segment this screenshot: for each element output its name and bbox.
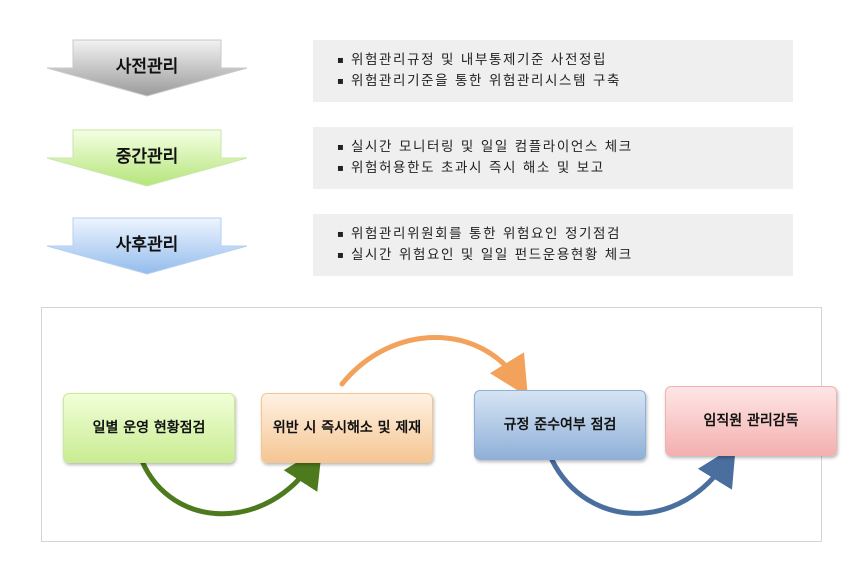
- stage-title: 중간관리: [115, 147, 179, 167]
- connector-arrow-1: [139, 447, 323, 517]
- stage-description-pre-management: 위험관리규정 및 내부통제기준 사전정립 위험관리기준을 통한 위험관리시스템 …: [313, 40, 793, 102]
- bullet-list: 위험관리규정 및 내부통제기준 사전정립 위험관리기준을 통한 위험관리시스템 …: [337, 50, 621, 92]
- connector-arrow-2: [339, 335, 528, 397]
- bullet-list: 실시간 모니터링 및 일일 컴플라이언스 체크 위험허용한도 초과시 즉시 해소…: [337, 137, 633, 179]
- down-arrow-shape: [46, 129, 248, 187]
- stage-arrow-mid-management: 중간관리: [44, 128, 250, 188]
- stage-arrow-post-management: 사후관리: [44, 216, 250, 276]
- bullet-item: 위험관리기준을 통한 위험관리시스템 구축: [337, 71, 621, 92]
- flow-step-label: 일별 운영 현황점검: [92, 420, 206, 436]
- flow-step-label: 임직원 관리감독: [703, 413, 799, 429]
- stage-arrow-pre-management: 사전관리: [44, 38, 250, 98]
- flow-step-daily-check: 일별 운영 현황점검: [63, 393, 235, 463]
- stage-title: 사전관리: [115, 57, 179, 77]
- bullet-item: 실시간 위험요인 및 일일 펀드운용현황 체크: [337, 245, 633, 266]
- flow-connectors: [139, 335, 736, 517]
- down-arrow-shape: [46, 217, 248, 275]
- connector-arrow-3: [549, 445, 736, 516]
- bullet-item: 위험관리규정 및 내부통제기준 사전정립: [337, 50, 621, 71]
- bullet-item: 위험허용한도 초과시 즉시 해소 및 보고: [337, 158, 633, 179]
- flow-step-staff-supervision: 임직원 관리감독: [665, 386, 837, 456]
- monitoring-flow-panel: 일별 운영 현황점검 위반 시 즉시해소 및 제재 규정 준수여부 점검 임직원…: [41, 307, 837, 542]
- bullet-item: 실시간 모니터링 및 일일 컴플라이언스 체크: [337, 137, 633, 158]
- stage-description-post-management: 위험관리위원회를 통한 위험요인 정기점검 실시간 위험요인 및 일일 펀드운용…: [313, 214, 793, 276]
- stage-title: 사후관리: [115, 235, 179, 255]
- down-arrow-shape: [46, 39, 248, 97]
- stage-description-mid-management: 실시간 모니터링 및 일일 컴플라이언스 체크 위험허용한도 초과시 즉시 해소…: [313, 127, 793, 189]
- flow-step-compliance-check: 규정 준수여부 점검: [474, 390, 646, 460]
- flow-step-label: 위반 시 즉시해소 및 제재: [272, 420, 422, 436]
- bullet-list: 위험관리위원회를 통한 위험요인 정기점검 실시간 위험요인 및 일일 펀드운용…: [337, 224, 633, 266]
- flow-step-violation-resolution: 위반 시 즉시해소 및 제재: [261, 393, 433, 463]
- flow-step-label: 규정 준수여부 점검: [503, 417, 617, 433]
- bullet-item: 위험관리위원회를 통한 위험요인 정기점검: [337, 224, 633, 245]
